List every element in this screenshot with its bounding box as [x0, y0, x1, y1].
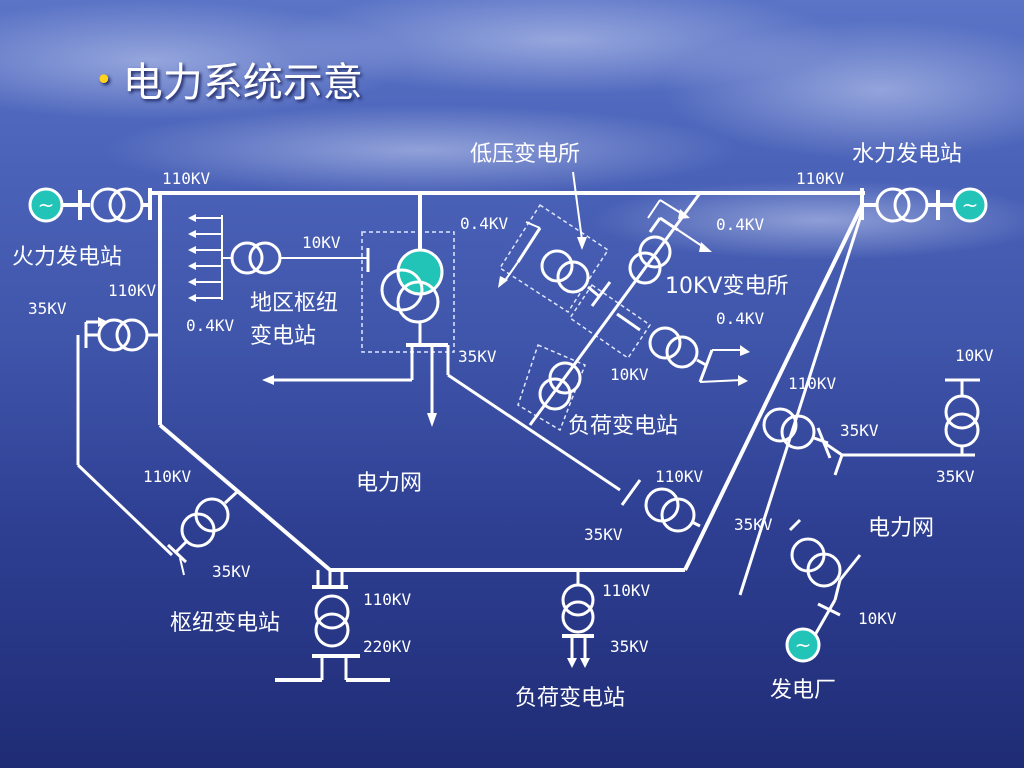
load-mid-lower-transformer-icon	[644, 487, 696, 533]
voltage-label: 110KV	[363, 590, 412, 609]
thermal-plant-transformer-icon	[90, 187, 144, 223]
left-35kv-transformer-icon	[97, 318, 149, 352]
substation-10kv-label: 10KV变电所	[665, 274, 788, 299]
voltage-label: 35KV	[840, 421, 879, 440]
voltage-label: 10KV	[610, 365, 649, 384]
voltage-label: 35KV	[610, 637, 649, 656]
grid-right-label: 电力网	[868, 516, 934, 541]
bullet-icon: •	[95, 63, 113, 98]
voltage-label: 10KV	[955, 346, 994, 365]
load-mid-transformer-icon	[538, 361, 582, 411]
load-substation-mid-label: 负荷变电站	[568, 414, 678, 439]
voltage-label: 110KV	[655, 467, 704, 486]
grid-center-label: 电力网	[356, 471, 422, 496]
voltage-label: 110KV	[602, 581, 651, 600]
thermal-plant-label: 火力发电站	[12, 245, 122, 270]
voltage-label: 35KV	[584, 525, 623, 544]
hydro-plant-label: 水力发电站	[852, 142, 962, 167]
svg-text:~: ~	[962, 193, 979, 217]
load-substation-bottom-label: 负荷变电站	[515, 686, 625, 711]
right-10kv-transformer-icon	[944, 394, 980, 448]
voltage-label: 110KV	[162, 169, 211, 188]
power-plant-transformer-icon	[790, 537, 842, 588]
sub10kv-top-transformer-icon	[628, 235, 672, 285]
regional-hub-transformer-icon	[380, 248, 444, 324]
left-04kv-feeders	[188, 214, 223, 302]
hub-substation-transformer-icon	[314, 594, 350, 648]
low-voltage-substation	[498, 203, 652, 432]
low-voltage-substation-label: 低压变电所	[470, 142, 580, 167]
voltage-label: 110KV	[796, 169, 845, 188]
hydro-plant-generator: ~	[952, 187, 988, 223]
regional-hub-label-2: 变电站	[250, 324, 316, 349]
voltage-label: 110KV	[143, 467, 192, 486]
hydro-plant-transformer-icon	[875, 187, 929, 223]
voltage-label: 10KV	[858, 609, 897, 628]
right-110-35-transformer-icon	[762, 407, 816, 450]
voltage-label: 220KV	[363, 637, 412, 656]
slide-title-text: 电力系统示意	[122, 60, 363, 106]
voltage-label: 110KV	[108, 281, 157, 300]
voltage-label: 35KV	[936, 467, 975, 486]
voltage-label: 10KV	[302, 233, 341, 252]
svg-text:~: ~	[795, 633, 812, 657]
voltage-label: 0.4KV	[460, 214, 509, 233]
regional-hub-label-1: 地区枢纽	[250, 291, 338, 316]
voltage-label: 0.4KV	[716, 215, 765, 234]
voltage-label: 0.4KV	[716, 309, 765, 328]
power-plant-label: 发电厂	[770, 678, 836, 703]
voltage-label: 35KV	[212, 562, 251, 581]
left-04kv-transformer-icon	[230, 241, 282, 275]
power-plant-generator: ~	[785, 627, 821, 663]
hub-substation-label: 枢纽变电站	[170, 611, 280, 636]
voltage-label: 35KV	[458, 347, 497, 366]
left-lower-transformer-icon	[180, 497, 230, 548]
regional-hub-box	[361, 231, 455, 353]
load-bottom-transformer-icon	[561, 583, 595, 634]
voltage-label: 35KV	[28, 299, 67, 318]
voltage-label: 35KV	[734, 515, 773, 534]
voltage-label: 110KV	[788, 374, 837, 393]
svg-text:~: ~	[38, 193, 55, 217]
thermal-plant-generator: ~	[28, 187, 64, 223]
slide-title: • 电力系统示意	[95, 50, 363, 108]
sub10kv-right-transformer-icon	[648, 326, 699, 369]
voltage-label: 0.4KV	[186, 316, 235, 335]
